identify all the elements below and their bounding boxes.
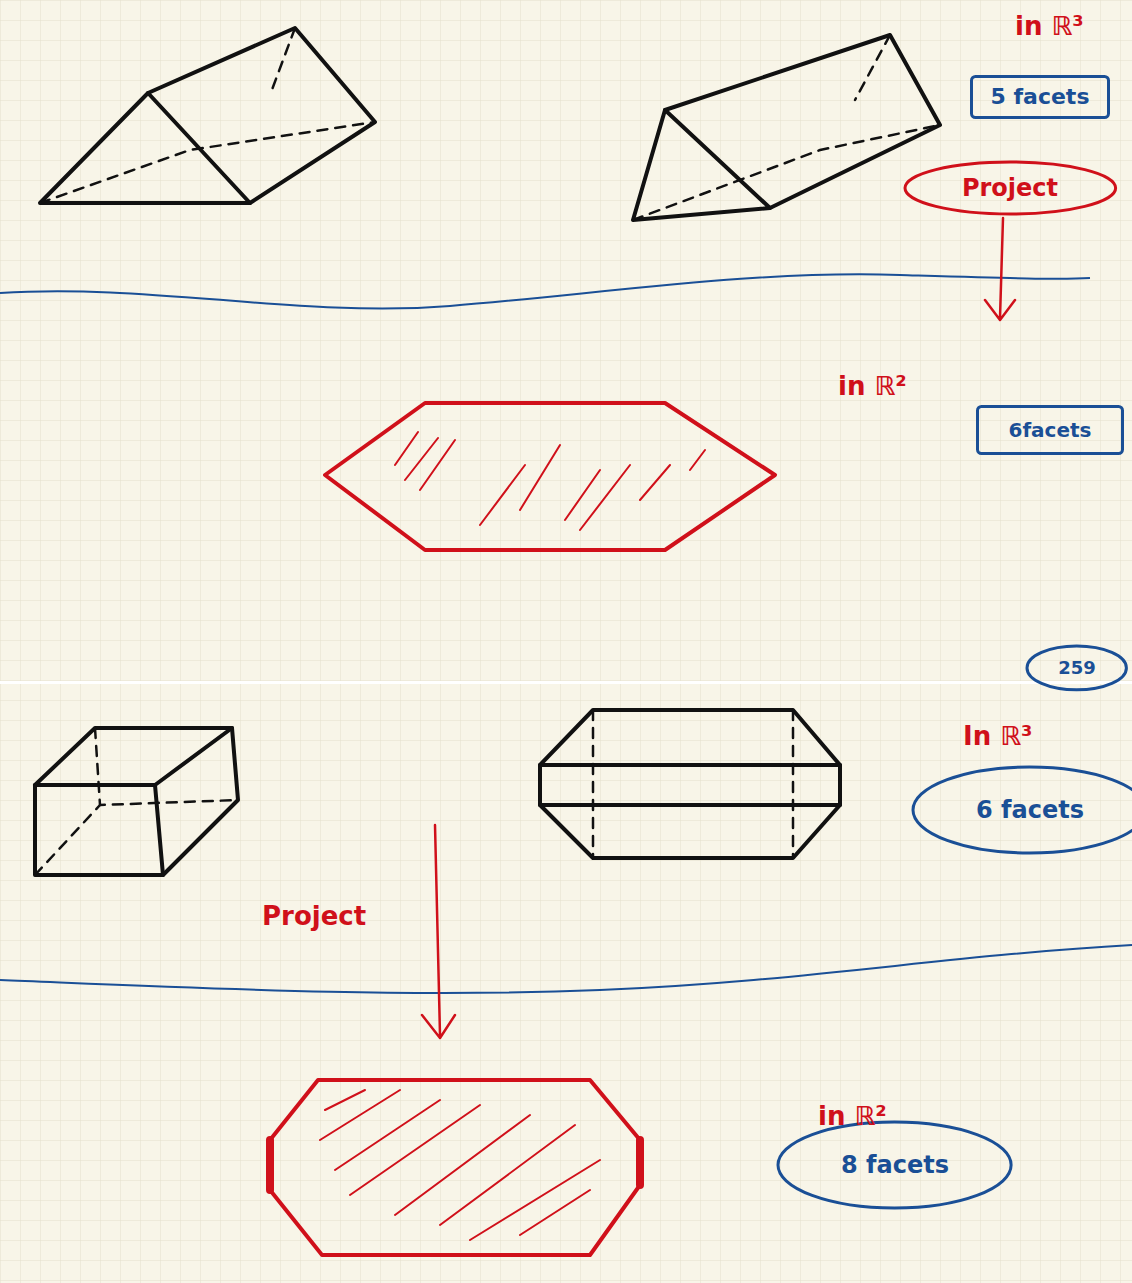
rectangular-box [35, 728, 238, 875]
projection-arrow [985, 218, 1015, 320]
page-number: 259 [1025, 644, 1128, 692]
projected-octagon [270, 1080, 640, 1255]
node-text: 6 facets [976, 797, 1084, 823]
node-text: Project [962, 175, 1058, 201]
space-label: in ℝ³ [1015, 12, 1084, 41]
space-label: in ℝ² [838, 372, 907, 401]
node-text: 259 [1058, 658, 1096, 678]
projected-hexagon [325, 403, 775, 550]
box-outline [978, 407, 1123, 454]
ellipse-outline [905, 162, 1116, 214]
node-text: 8 facets [841, 1152, 949, 1178]
hexagonal-prism [540, 710, 840, 858]
separator-line [0, 945, 1132, 993]
ellipse-outline [778, 1122, 1011, 1208]
facet-count-box: 5 facets [970, 75, 1110, 119]
highlighted-edge [270, 1140, 640, 1190]
triangular-prism [633, 35, 940, 220]
node-text: 6facets [1009, 419, 1092, 441]
separator-line [0, 274, 1090, 308]
project-label: Project [262, 902, 366, 931]
space-label: In ℝ³ [963, 722, 1032, 751]
facet-count-ellipse: 6 facets [911, 765, 1132, 855]
ellipse-outline [913, 767, 1132, 853]
project-ellipse: Project [903, 160, 1118, 216]
page-divider [0, 681, 1132, 684]
projection-arrow [422, 825, 455, 1038]
facet-count-ellipse: 8 facets [776, 1120, 1013, 1210]
space-label: in ℝ² [818, 1102, 887, 1131]
hatching [395, 432, 705, 530]
hatching [320, 1090, 600, 1240]
triangular-prism [40, 28, 375, 203]
box-outline [972, 77, 1109, 118]
ellipse-outline [1027, 646, 1126, 690]
facet-count-box: 6facets [976, 405, 1124, 455]
node-text: 5 facets [991, 85, 1090, 109]
